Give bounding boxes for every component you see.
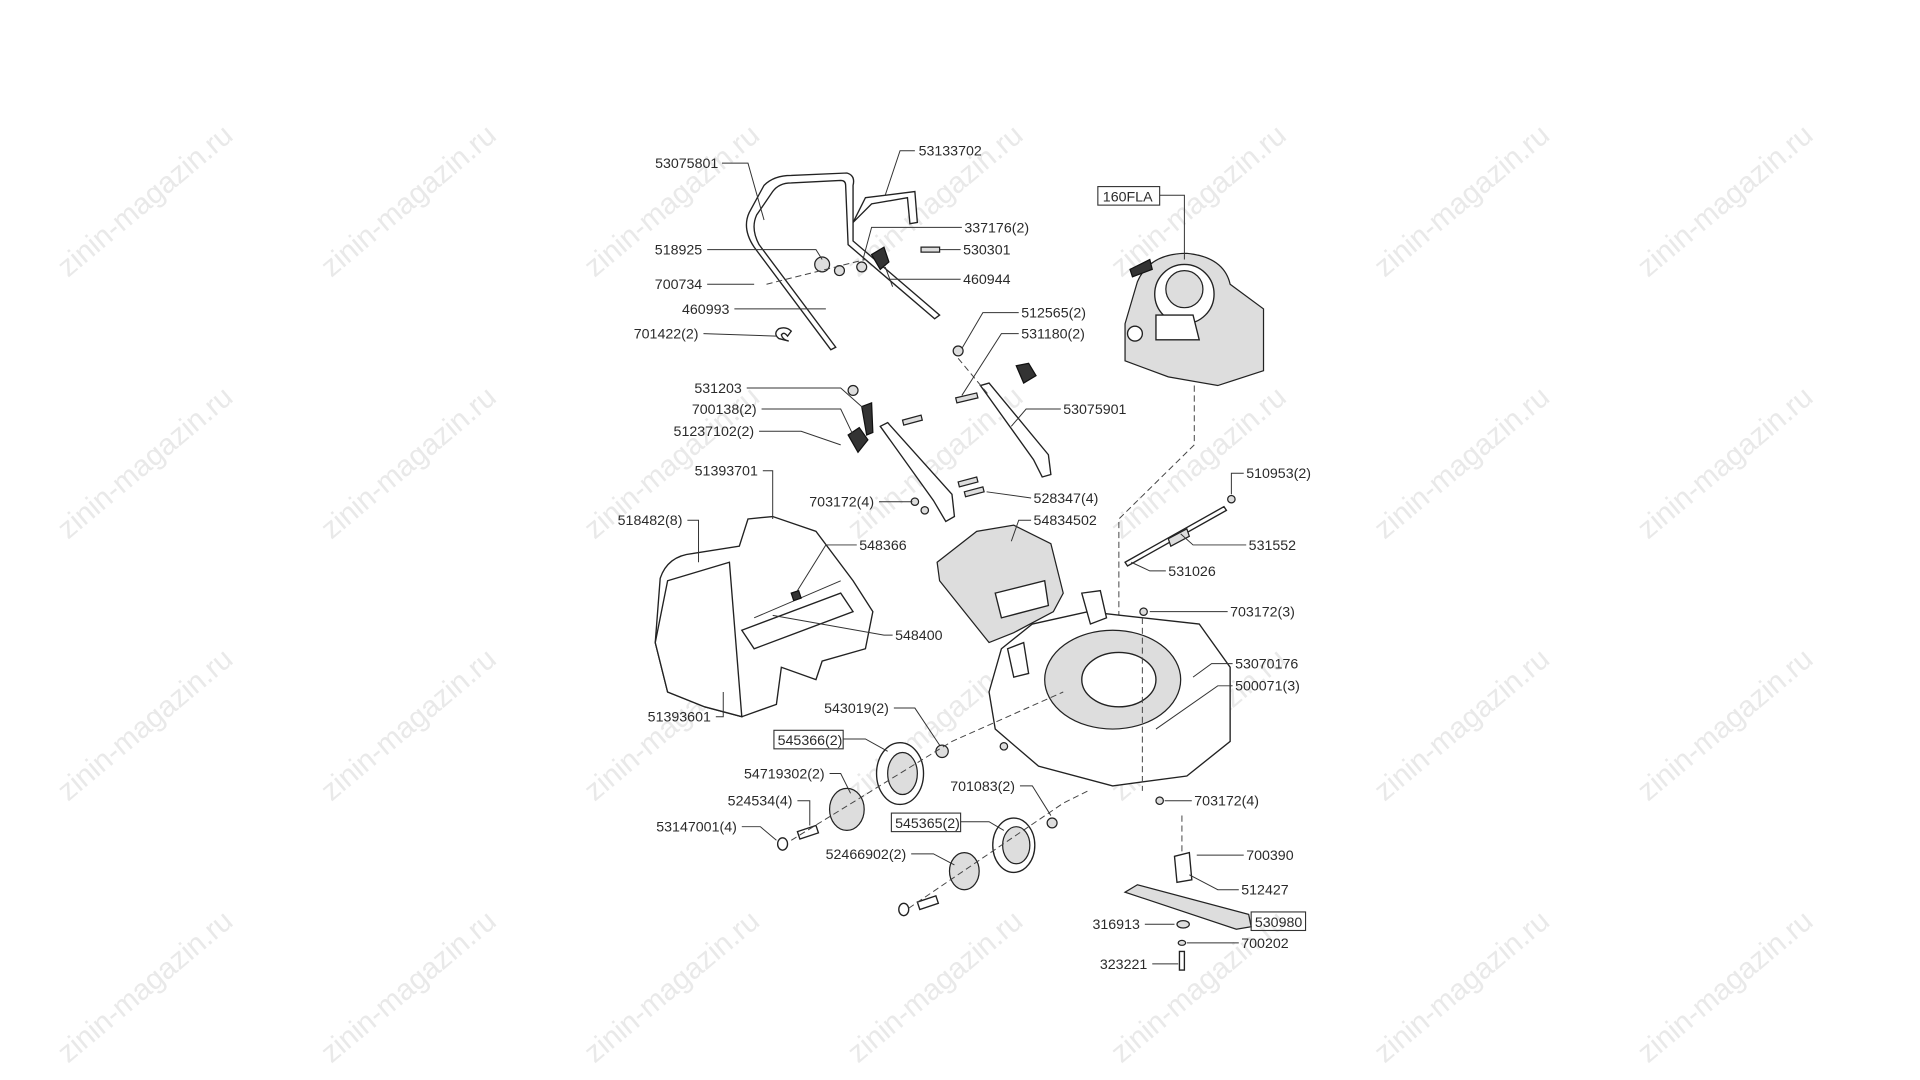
watermark-text: zinin-magazin.ru xyxy=(578,118,766,283)
label-701083[interactable]: 701083(2) xyxy=(950,779,1015,795)
watermark-layer: zinin-magazin.ru zinin-magazin.ru zinin-ma… xyxy=(51,118,1819,1069)
label-53147001[interactable]: 53147001(4) xyxy=(656,820,737,836)
label-53133702[interactable]: 53133702 xyxy=(919,144,982,160)
watermark-text: zinin-magazin.ru xyxy=(51,118,239,283)
part-labels: 53075801 53133702 160FLA 337176(2) 51892… xyxy=(618,144,1311,973)
label-518925[interactable]: 518925 xyxy=(655,243,703,259)
blade-assembly xyxy=(1123,815,1252,971)
label-518482[interactable]: 518482(8) xyxy=(618,513,683,529)
label-54719302[interactable]: 54719302(2) xyxy=(744,766,825,782)
engine xyxy=(1118,252,1265,692)
label-530980[interactable]: 530980 xyxy=(1255,915,1303,931)
label-703172-3[interactable]: 703172(3) xyxy=(1230,605,1295,621)
label-545366[interactable]: 545366(2) xyxy=(778,733,843,749)
watermark-text: zinin-magazin.ru xyxy=(841,904,1029,1069)
label-52466902[interactable]: 52466902(2) xyxy=(826,847,907,863)
wheels xyxy=(776,691,1089,917)
label-53075801[interactable]: 53075801 xyxy=(655,156,718,172)
rear-flap xyxy=(936,524,1064,644)
label-700734[interactable]: 700734 xyxy=(655,277,703,293)
label-323221[interactable]: 323221 xyxy=(1100,957,1148,973)
watermark-text: zinin-magazin.ru xyxy=(51,904,239,1069)
label-53070176[interactable]: 53070176 xyxy=(1235,657,1298,673)
watermark-text: zinin-magazin.ru xyxy=(51,380,239,545)
watermark-text: zinin-magazin.ru xyxy=(51,642,239,807)
label-510953[interactable]: 510953(2) xyxy=(1246,466,1311,482)
watermark-text: zinin-magazin.ru xyxy=(1631,642,1819,807)
label-524534[interactable]: 524534(4) xyxy=(728,794,793,810)
label-460944[interactable]: 460944 xyxy=(963,272,1011,288)
watermark-text: zinin-magazin.ru xyxy=(315,380,503,545)
watermark-text: zinin-magazin.ru xyxy=(1368,642,1556,807)
label-316913[interactable]: 316913 xyxy=(1092,917,1140,933)
watermark-text: zinin-magazin.ru xyxy=(578,904,766,1069)
label-545365[interactable]: 545365(2) xyxy=(895,816,960,832)
watermark-text: zinin-magazin.ru xyxy=(1631,380,1819,545)
label-700390[interactable]: 700390 xyxy=(1246,848,1294,864)
label-530301[interactable]: 530301 xyxy=(963,243,1011,259)
watermark-text: zinin-magazin.ru xyxy=(1368,380,1556,545)
mower-deck xyxy=(988,589,1231,806)
label-51237102[interactable]: 51237102(2) xyxy=(674,424,755,440)
label-531203[interactable]: 531203 xyxy=(694,381,742,397)
label-160fla[interactable]: 160FLA xyxy=(1103,189,1153,205)
label-531552[interactable]: 531552 xyxy=(1249,538,1297,554)
label-51393701[interactable]: 51393701 xyxy=(695,464,758,480)
label-512427[interactable]: 512427 xyxy=(1241,883,1289,899)
watermark-text: zinin-magazin.ru xyxy=(315,118,503,283)
label-500071[interactable]: 500071(3) xyxy=(1235,679,1300,695)
label-528347[interactable]: 528347(4) xyxy=(1034,491,1099,507)
grass-bag xyxy=(654,515,874,718)
label-512565[interactable]: 512565(2) xyxy=(1021,306,1086,322)
label-543019[interactable]: 543019(2) xyxy=(824,701,889,717)
label-460993[interactable]: 460993 xyxy=(682,302,730,318)
lower-handles xyxy=(847,345,1052,523)
label-700138[interactable]: 700138(2) xyxy=(692,402,757,418)
watermark-text: zinin-magazin.ru xyxy=(1368,904,1556,1069)
label-531026[interactable]: 531026 xyxy=(1168,564,1216,580)
watermark-text: zinin-magazin.ru xyxy=(1631,904,1819,1069)
label-51393601[interactable]: 51393601 xyxy=(648,710,711,726)
watermark-text: zinin-magazin.ru xyxy=(1368,118,1556,283)
label-703172-4b[interactable]: 703172(4) xyxy=(1194,794,1259,810)
upper-handle xyxy=(745,172,941,351)
label-548400[interactable]: 548400 xyxy=(895,628,943,644)
label-703172-4a[interactable]: 703172(4) xyxy=(809,495,874,511)
label-701422[interactable]: 701422(2) xyxy=(634,327,699,343)
label-54834502[interactable]: 54834502 xyxy=(1034,513,1097,529)
label-53075901[interactable]: 53075901 xyxy=(1063,402,1126,418)
label-531180[interactable]: 531180(2) xyxy=(1021,327,1085,343)
watermark-text: zinin-magazin.ru xyxy=(1631,118,1819,283)
watermark-text: zinin-magazin.ru xyxy=(315,904,503,1069)
label-548366[interactable]: 548366 xyxy=(859,538,907,554)
watermark-text: zinin-magazin.ru xyxy=(315,642,503,807)
height-adjust-rod xyxy=(1124,494,1236,567)
label-700202[interactable]: 700202 xyxy=(1241,936,1289,952)
label-337176[interactable]: 337176(2) xyxy=(964,220,1029,236)
